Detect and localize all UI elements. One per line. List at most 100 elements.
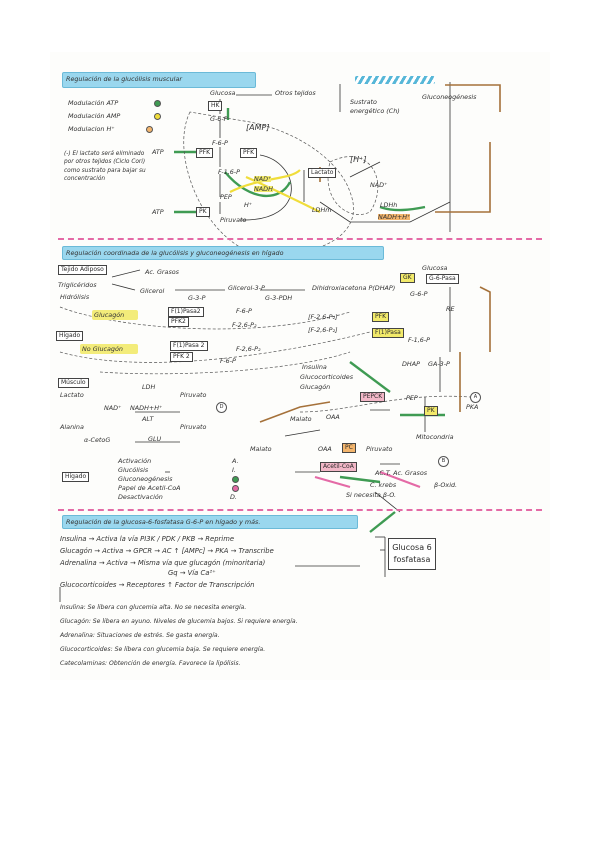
- s2-higado-box: Hígado: [56, 331, 84, 341]
- s2-pep: PEP: [406, 394, 418, 402]
- note-adrenalina: Adrenalina: Situaciones de estrés. Se ga…: [60, 632, 220, 639]
- s1-sustrato: Sustrato energético (Ch): [350, 98, 400, 115]
- s1-g6p: G-6-P: [210, 115, 228, 123]
- legend-2: Gluconeogénesis: [118, 475, 173, 483]
- s1-ldhm: LDHm: [312, 206, 332, 214]
- mod-h: Modulacion H⁺: [68, 125, 115, 133]
- s2-alanina: Alanina: [60, 423, 84, 431]
- s1-otros: Otros tejidos: [275, 89, 316, 97]
- s2-higado2-box: Hígado: [62, 472, 90, 482]
- s1-atp2: ATP: [152, 208, 164, 216]
- noglucagon-highlight: [80, 344, 138, 354]
- s2-g3p2: G-3-P: [188, 294, 206, 302]
- s2-glucosa: Glucosa: [422, 264, 448, 272]
- s2-glucagon: Glucagón: [94, 311, 125, 319]
- legend-green-dot-icon: [232, 476, 239, 483]
- s2-br2: [F-2,6-P₂]: [308, 326, 338, 334]
- yellow-dot-icon: [154, 113, 161, 120]
- legend-0: Activación: [118, 457, 152, 465]
- s1-nadhh: NADH+H⁺: [378, 213, 411, 221]
- connector-lines: [59, 82, 501, 602]
- s2-glucagon2: Glucagón: [300, 383, 331, 391]
- s2-glu: GLU: [148, 435, 162, 443]
- s2-f16: F-1,6-P: [408, 336, 430, 344]
- s2-mito: Mitocondria: [416, 433, 454, 441]
- s2-boxid: β-Oxid.: [434, 481, 458, 489]
- s2-si: Si necesita β-O.: [346, 491, 397, 499]
- section1-title-highlight: [62, 72, 256, 88]
- legend-4: Desactivación: [118, 493, 163, 501]
- s2-fib-box: F(1)Pasa2: [168, 307, 204, 317]
- s1-piruvato: Piruvato: [220, 216, 247, 224]
- s2-lactato: Lactato: [60, 391, 84, 399]
- s2-musculo-box: Músculo: [58, 378, 89, 388]
- orange-dot-icon: [146, 126, 153, 133]
- note-glucagon: Glucagón: Se libera en ayuno. Niveles de…: [60, 618, 298, 625]
- s1-pfk2-box: PFK: [240, 148, 258, 158]
- section1-title: Regulación de la glucólisis muscular: [66, 75, 183, 83]
- s2-g6pa-box: G-6-Pasa: [426, 274, 459, 284]
- mod-amp: Modulación AMP: [68, 112, 121, 120]
- section-divider-2: [58, 509, 542, 511]
- s1-lactato-box: Lactato: [308, 168, 337, 178]
- s2-insulina: Insulina: [302, 363, 327, 371]
- s2-nadh: NADH+H⁺: [130, 404, 163, 412]
- s1-nadh: NADH: [254, 185, 273, 193]
- s2-fibb-box: F(1)Pasa 2: [170, 341, 208, 351]
- s2-dhap: Dihidroxiacetona P(DHAP): [312, 284, 396, 292]
- s3-rule-gq: Gq → Vía Ca²⁺: [168, 569, 216, 577]
- s2-piruvato2: Piruvato: [180, 423, 207, 431]
- s2-re: RE: [446, 305, 455, 313]
- legend-letter-a: A.: [232, 457, 239, 465]
- s2-f26b: F-2,6-P₂: [236, 345, 261, 353]
- legend-letter-i: I.: [232, 466, 236, 474]
- s1-amp: [AMP]: [246, 123, 270, 132]
- s2-oaa2: OAA: [318, 445, 332, 453]
- s1-gluconeo: Gluconeogénesis: [422, 93, 477, 101]
- legend-pink-dot-icon: [232, 485, 239, 492]
- s1-pep: PEP: [220, 193, 232, 201]
- glucagon-highlight: [92, 310, 138, 320]
- s1-hk-box: HK: [208, 101, 223, 111]
- s2-nad: NAD⁺: [104, 404, 122, 412]
- s2-pfk2b-box: PFK2: [168, 317, 189, 327]
- s2-f26: F-2,6-P₂: [232, 321, 257, 329]
- s2-acetil-box: Acetil-CoA: [320, 462, 357, 472]
- g6pasa-box: Glucosa 6 fosfatasa: [388, 538, 436, 570]
- s2-br1: [F-2,6-P₂]: [308, 313, 338, 321]
- s1-f6p: F-6-P: [212, 139, 228, 147]
- s1-ldhh: LDHh: [380, 201, 398, 209]
- s3-rule-adrenalina: Adrenalina → Activa → Misma vía que gluc…: [60, 559, 266, 567]
- s2-piruvato: Piruvato: [180, 391, 207, 399]
- circle-d-icon: D: [216, 402, 227, 413]
- s1-pk-box: PK: [196, 207, 210, 217]
- s2-g3p: Glicerol-3-P: [228, 284, 265, 292]
- section2-title-highlight: [62, 246, 384, 260]
- s2-alt: ALT: [142, 415, 154, 423]
- section2-title: Regulación coordinada de la glucólisis y…: [66, 249, 284, 257]
- s2-pk-box: PK: [424, 406, 438, 416]
- notes-sheet: Regulación de la glucólisis muscular Mod…: [50, 52, 550, 680]
- s2-tejido-box: Tejido Adiposo: [58, 265, 107, 275]
- s2-hidrol: Hidrólisis: [60, 293, 90, 301]
- s3-rule-glucocorticoides: Glucocorticoides → Receptores ↑ Factor d…: [60, 581, 255, 589]
- s1-pfk-box: PFK: [196, 148, 214, 158]
- s2-gluco: Glucocorticoides: [300, 373, 354, 381]
- note-insulina: Insulina: Se libera con glucemia alta. N…: [60, 604, 247, 611]
- section3-title-highlight: [62, 515, 358, 529]
- lactato-note: (-) El lactato será eliminado por otros …: [64, 151, 146, 183]
- s2-ldh: LDH: [142, 383, 156, 391]
- s2-dhap2: DHAP: [402, 360, 420, 368]
- s1-glucosa: Glucosa: [210, 89, 236, 97]
- s2-acg: Ac. Grasos: [145, 268, 180, 276]
- s3-rule-glucagon: Glucagón → Activa → GPCR → AC ↑ [AMPc] →…: [60, 547, 274, 555]
- s2-malato2: Malato: [250, 445, 272, 453]
- mod-atp: Modulación ATP: [68, 99, 119, 107]
- s2-pfk2c-box: PFK 2: [170, 352, 193, 362]
- circle-a-icon: A: [470, 392, 481, 403]
- note-glucocorticoides: Glucocorticoides: Se libera con glucemia…: [60, 646, 266, 653]
- s1-h: H⁺: [244, 201, 253, 209]
- s2-g3pdh: G-3-PDH: [265, 294, 293, 302]
- s2-trig: Triglicéridos: [58, 281, 97, 289]
- s1-hbracket: [H⁺]: [350, 155, 367, 164]
